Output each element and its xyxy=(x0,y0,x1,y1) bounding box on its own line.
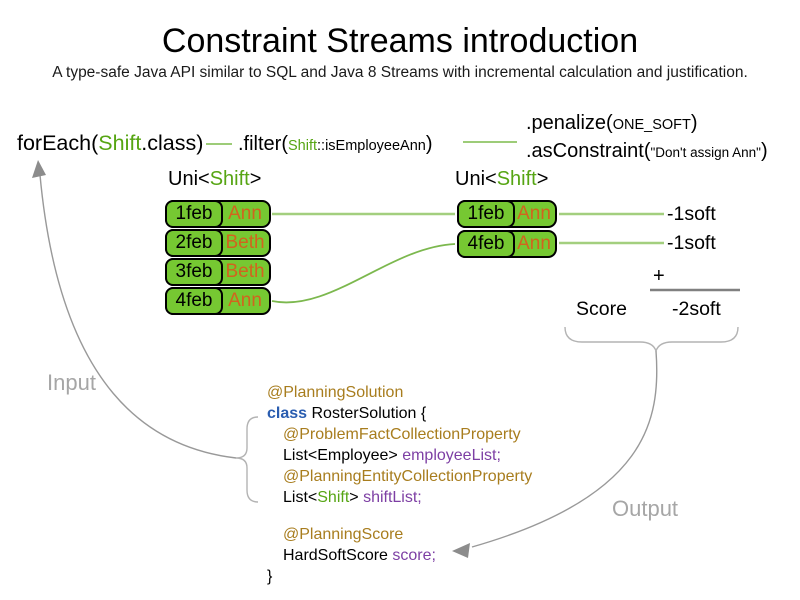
shift-field-name: shiftList; xyxy=(363,489,422,506)
right-uni-post: > xyxy=(536,168,549,190)
right-uni-type: Shift xyxy=(496,168,537,190)
shift-date: 4feb xyxy=(165,287,223,315)
right-uni-pre: Uni< xyxy=(455,168,497,190)
score-field-type: HardSoftScore xyxy=(283,547,393,564)
annotation-problem-fact: @ProblemFactCollectionProperty xyxy=(283,426,521,443)
input-label: Input xyxy=(47,370,96,395)
shift-field-post: > xyxy=(349,489,364,506)
foreach-type: Shift xyxy=(98,131,142,155)
connector-4feb xyxy=(271,243,456,304)
close-brace: } xyxy=(267,568,273,585)
asconstraint-arg: "Don't assign Ann" xyxy=(650,145,761,160)
penalize-post: ) xyxy=(690,112,698,134)
right-stream-label: Uni<Shift> xyxy=(455,168,548,191)
filter-type: Shift xyxy=(288,138,318,154)
penalty-value-1: -1soft xyxy=(667,203,716,225)
shift-date: 1feb xyxy=(457,200,515,228)
shift-card-4feb-right: 4feb Ann xyxy=(457,230,557,258)
foreach-post: .class) xyxy=(141,131,204,155)
shift-card-1feb-right: 1feb Ann xyxy=(457,200,557,228)
shift-date: 2feb xyxy=(165,229,223,257)
annotation-planning-score: @PlanningScore xyxy=(283,526,404,543)
annotation-planning-solution: @PlanningSolution xyxy=(267,384,404,401)
filter-arg: ::isEmployeeAnn xyxy=(317,138,426,154)
asconstraint-post: ) xyxy=(760,140,768,162)
class-name: RosterSolution { xyxy=(307,405,427,422)
shift-date: 4feb xyxy=(457,230,515,258)
code-line-annotation-score: @PlanningScore xyxy=(267,524,532,545)
score-field-name: score; xyxy=(392,547,436,564)
code-line-score-field: HardSoftScore score; xyxy=(267,545,532,566)
output-label: Output xyxy=(612,496,679,521)
shift-employee: Ann xyxy=(228,290,262,311)
filter-pre: .filter( xyxy=(238,133,288,155)
filter-expression: .filter(Shift::isEmployeeAnn) xyxy=(238,133,433,156)
page-title: Constraint Streams introduction xyxy=(161,22,639,60)
score-total: -2soft xyxy=(672,298,721,320)
shift-card-4feb-left: 4feb Ann xyxy=(165,287,271,315)
shift-employee: Ann xyxy=(517,233,551,254)
class-keyword: class xyxy=(267,405,308,422)
asconstraint-pre: .asConstraint( xyxy=(526,140,651,162)
shift-employee: Beth xyxy=(225,232,265,253)
roster-solution-code: @PlanningSolution class RosterSolution {… xyxy=(267,382,532,587)
code-line-annotation-solution: @PlanningSolution xyxy=(267,382,532,403)
subtitle: A type-safe Java API similar to SQL and … xyxy=(52,64,748,81)
shift-card-3feb-left: 3feb Beth xyxy=(165,258,271,286)
code-line-annotation-planning-entity: @PlanningEntityCollectionProperty xyxy=(267,466,532,487)
shift-card-1feb-left: 1feb Ann xyxy=(165,200,271,228)
code-line-close-brace: } xyxy=(267,566,532,587)
score-label: Score xyxy=(576,298,627,320)
code-brace xyxy=(235,416,259,503)
code-line-class-decl: class RosterSolution { xyxy=(267,403,532,424)
code-line-annotation-problem-fact: @ProblemFactCollectionProperty xyxy=(267,424,532,445)
shift-date: 3feb xyxy=(165,258,223,286)
left-uni-type: Shift xyxy=(209,168,250,190)
annotation-planning-entity: @PlanningEntityCollectionProperty xyxy=(283,468,533,485)
penalize-expression: .penalize(ONE_SOFT) xyxy=(526,112,698,135)
foreach-pre: forEach( xyxy=(17,131,99,155)
left-uni-post: > xyxy=(249,168,262,190)
input-arrowhead-icon xyxy=(32,160,46,178)
code-blank-line xyxy=(267,508,532,524)
code-line-shift-field: List<Shift> shiftList; xyxy=(267,487,532,508)
filter-post: ) xyxy=(425,133,433,155)
plus-sign: + xyxy=(653,265,665,287)
employee-field-type: List<Employee> xyxy=(283,447,403,464)
shift-employee: Ann xyxy=(228,203,262,224)
shift-employee: Beth xyxy=(225,261,265,282)
shift-date: 1feb xyxy=(165,200,223,228)
foreach-expression: forEach(Shift.class) xyxy=(17,131,203,156)
penalize-arg: ONE_SOFT xyxy=(612,117,691,133)
code-line-employee-field: List<Employee> employeeList; xyxy=(267,445,532,466)
penalty-value-2: -1soft xyxy=(667,232,716,254)
left-stream-label: Uni<Shift> xyxy=(168,168,261,191)
shift-field-pre: List< xyxy=(283,489,318,506)
score-underbrace xyxy=(564,326,739,352)
employee-field-name: employeeList; xyxy=(402,447,501,464)
shift-field-type: Shift xyxy=(317,489,350,506)
penalize-pre: .penalize( xyxy=(526,112,613,134)
shift-employee: Ann xyxy=(517,203,551,224)
asconstraint-expression: .asConstraint("Don't assign Ann") xyxy=(526,140,768,163)
shift-card-2feb-left: 2feb Beth xyxy=(165,229,271,257)
left-uni-pre: Uni< xyxy=(168,168,210,190)
